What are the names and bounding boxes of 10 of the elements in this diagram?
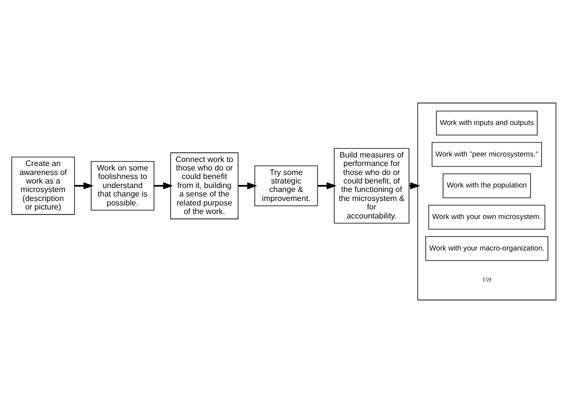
node-box: Work with your macro-organization. (425, 236, 548, 261)
arrow (74, 182, 94, 190)
node-box: Work with inputs and outputs (436, 110, 538, 136)
arrow (154, 182, 174, 190)
node-box: Work with "peer microsystems." (432, 142, 542, 167)
node-box: Work with the population (442, 173, 531, 198)
arrow (318, 182, 337, 190)
node-box: Work with your own microsystem. (428, 204, 546, 230)
arrow (238, 182, 258, 190)
cluster (417, 102, 556, 300)
